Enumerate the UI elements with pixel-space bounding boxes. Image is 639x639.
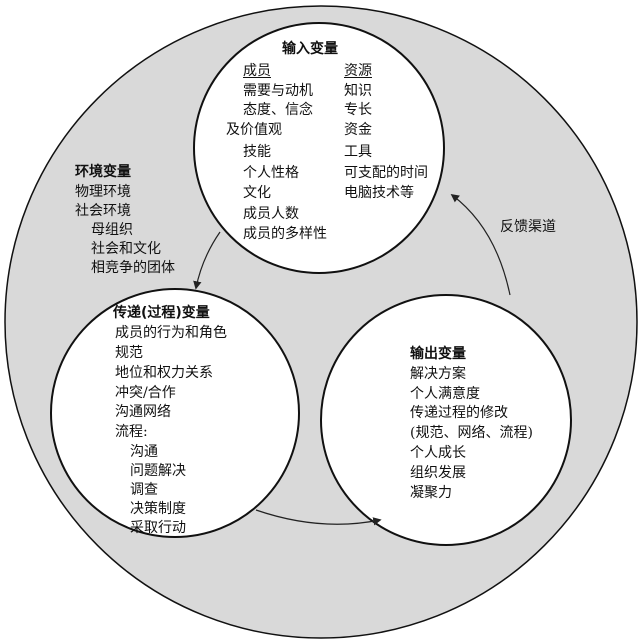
output-item: 凝聚力	[410, 485, 452, 501]
input-resource-item: 资金	[344, 122, 372, 138]
input-title: 输入变量	[282, 41, 338, 57]
process-title: 传递(过程)变量	[113, 305, 210, 321]
input-member-item: 需要与动机	[243, 83, 313, 99]
input-members-header: 成员	[243, 63, 271, 79]
output-title: 输出变量	[410, 346, 466, 362]
input-member-item: 及价值观	[226, 122, 282, 138]
process-item: 决策制度	[130, 501, 186, 517]
input-resource-item: 电脑技术等	[344, 185, 414, 201]
process-item: 沟通	[130, 444, 158, 460]
feedback-label: 反馈渠道	[500, 219, 556, 235]
output-item: 组织发展	[410, 465, 466, 481]
environment-item: 母组织	[91, 222, 133, 238]
process-item: 冲突/合作	[115, 385, 176, 401]
input-circle	[193, 22, 445, 274]
input-member-item: 成员的多样性	[243, 226, 327, 242]
input-resource-item: 可支配的时间	[344, 165, 428, 181]
environment-item: 物理环境	[75, 184, 131, 200]
output-item: 个人成长	[410, 445, 466, 461]
input-resource-item: 专长	[344, 102, 372, 118]
arrow-process-to-output	[255, 509, 382, 526]
environment-item: 相竞争的团体	[91, 260, 175, 276]
output-item: (规范、网络、流程)	[410, 425, 533, 441]
process-item: 成员的行为和角色	[115, 325, 227, 341]
environment-title: 环境变量	[75, 164, 131, 180]
process-item: 采取行动	[130, 520, 186, 536]
process-circle	[50, 288, 300, 538]
arrow-input-to-process	[193, 231, 221, 290]
input-resource-item: 工具	[344, 144, 372, 160]
process-item: 规范	[115, 345, 143, 361]
process-item: 流程:	[115, 424, 148, 440]
input-member-item: 文化	[243, 185, 271, 201]
input-member-item: 成员人数	[243, 206, 299, 222]
process-item: 地位和权力关系	[115, 365, 213, 381]
process-item: 问题解决	[130, 463, 186, 479]
environment-item: 社会和文化	[91, 241, 161, 257]
output-item: 解决方案	[410, 366, 466, 382]
process-item: 沟通网络	[115, 404, 171, 420]
input-resources-header: 资源	[344, 63, 372, 79]
arrow-feedback	[450, 193, 511, 296]
process-item: 调查	[130, 482, 158, 498]
environment-item: 社会环境	[75, 203, 131, 219]
output-circle	[320, 294, 572, 546]
output-item: 传递过程的修改	[410, 405, 508, 421]
input-member-item: 个人性格	[243, 165, 299, 181]
input-member-item: 态度、信念	[243, 102, 313, 118]
input-resource-item: 知识	[344, 83, 372, 99]
input-member-item: 技能	[243, 144, 271, 160]
output-item: 个人满意度	[410, 386, 480, 402]
